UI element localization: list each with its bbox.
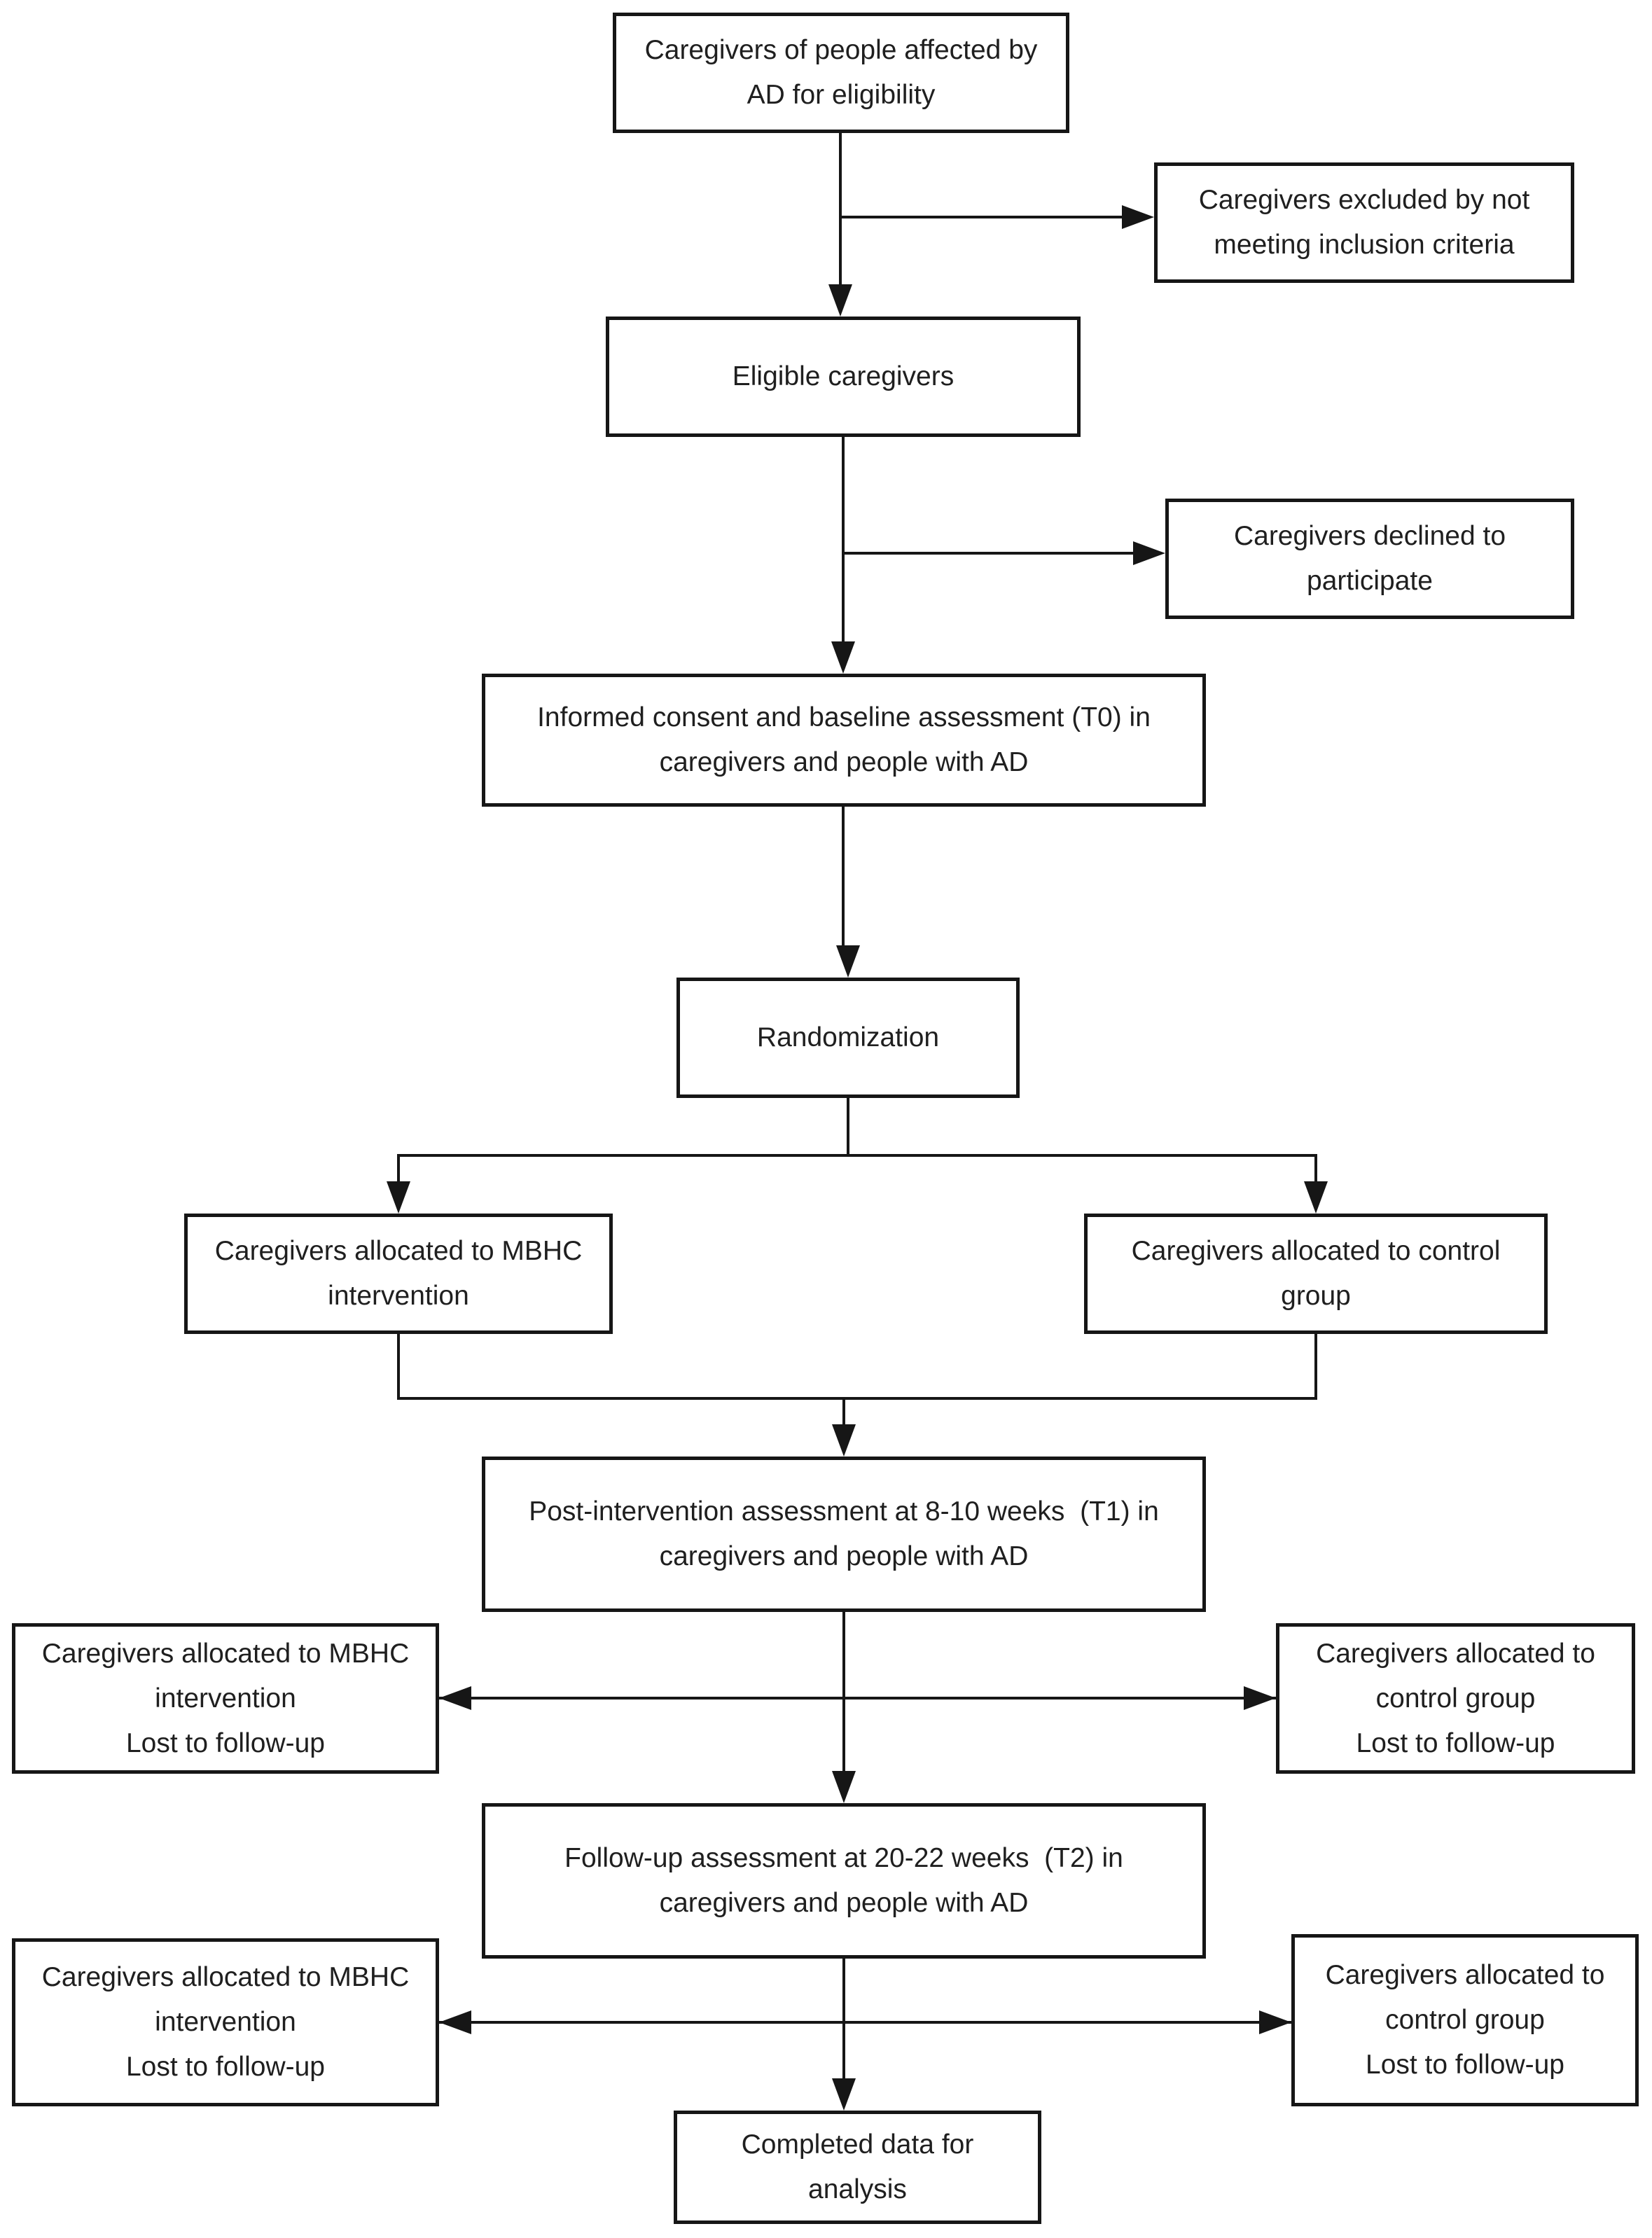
connector-screened-eligible <box>839 133 842 294</box>
connector-merge-t1-stem <box>842 1397 845 1429</box>
arrowhead-into-consent <box>831 641 855 674</box>
node-t2-assessment: Follow-up assessment at 20-22 weeks (T2)… <box>482 1803 1206 1959</box>
arrowhead-into-declined <box>1133 541 1165 565</box>
connector-randomization-stem <box>847 1098 849 1157</box>
arrowhead-into-mbhc-allocation <box>387 1181 410 1214</box>
connector-control-merge-drop <box>1314 1334 1317 1400</box>
node-t1-lost-mbhc: Caregivers allocated to MBHC interventio… <box>12 1623 439 1774</box>
node-screened-caregivers: Caregivers of people affected by AD for … <box>613 13 1069 133</box>
connector-split-left-drop <box>397 1155 400 1187</box>
node-excluded-caregivers: Caregivers excluded by not meeting inclu… <box>1154 162 1574 283</box>
connector-split-right-drop <box>1314 1155 1317 1187</box>
arrowhead-into-randomization <box>836 945 860 978</box>
connector-mbhc-merge-drop <box>397 1334 400 1400</box>
node-t2-lost-control: Caregivers allocated to control group Lo… <box>1291 1934 1639 2106</box>
arrowhead-into-completed <box>832 2078 856 2111</box>
arrowhead-into-t1-lost-control <box>1244 1686 1276 1710</box>
node-t1-lost-control: Caregivers allocated to control group Lo… <box>1276 1623 1635 1774</box>
node-t1-assessment: Post-intervention assessment at 8-10 wee… <box>482 1457 1206 1612</box>
arrowhead-into-t2-lost-control <box>1259 2010 1291 2034</box>
connector-eligible-declined <box>843 552 1134 555</box>
arrowhead-into-t1-assessment <box>832 1424 856 1457</box>
node-control-allocation: Caregivers allocated to control group <box>1084 1214 1548 1334</box>
arrowhead-into-t2-lost-mbhc <box>439 2010 471 2034</box>
arrowhead-into-t2-assessment <box>832 1771 856 1803</box>
node-t2-lost-mbhc: Caregivers allocated to MBHC interventio… <box>12 1938 439 2106</box>
node-declined-caregivers: Caregivers declined to participate <box>1165 499 1574 619</box>
connector-eligible-consent <box>842 437 845 647</box>
connector-split-bar <box>397 1154 1317 1157</box>
arrowhead-into-control-allocation <box>1304 1181 1328 1214</box>
connector-t1-t2 <box>842 1612 845 1777</box>
connector-t1-lost-crossbar <box>439 1697 1276 1700</box>
connector-screened-excluded <box>840 216 1123 218</box>
node-eligible-caregivers: Eligible caregivers <box>606 317 1081 437</box>
node-consent-baseline-t0: Informed consent and baseline assessment… <box>482 674 1206 807</box>
connector-consent-randomization <box>842 807 845 951</box>
arrowhead-into-t1-lost-mbhc <box>439 1686 471 1710</box>
node-completed-analysis: Completed data for analysis <box>674 2111 1041 2224</box>
node-mbhc-allocation: Caregivers allocated to MBHC interventio… <box>184 1214 613 1334</box>
connector-t2-lost-crossbar <box>439 2021 1291 2024</box>
arrowhead-into-eligible <box>828 284 852 317</box>
connector-merge-bar <box>397 1397 1317 1400</box>
arrowhead-into-excluded <box>1122 205 1154 229</box>
node-randomization: Randomization <box>676 978 1020 1098</box>
